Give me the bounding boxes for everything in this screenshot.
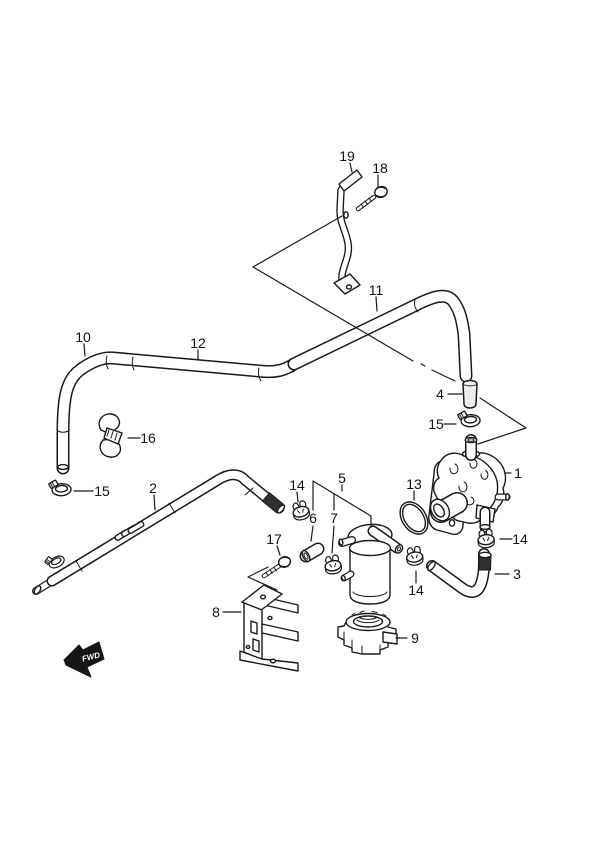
fuel-hose-11 xyxy=(294,296,466,376)
callout-17: 17 xyxy=(266,531,282,547)
fuel-hose-3 xyxy=(426,552,492,592)
callout-10: 10 xyxy=(75,329,91,345)
clamp-15-left xyxy=(47,478,73,498)
fuel-hose-2 xyxy=(33,475,286,596)
bolt-17 xyxy=(264,556,292,576)
callout-4: 4 xyxy=(436,386,444,402)
clamp-14-filter-inlet xyxy=(289,499,312,523)
fwd-badge: FWD xyxy=(63,641,105,678)
callout-15: 15 xyxy=(428,416,444,432)
filter-bracket-8 xyxy=(239,584,299,672)
callout-6: 6 xyxy=(309,510,317,526)
clamp-14-filter-outlet xyxy=(404,545,425,567)
fuel-hose-10-12 xyxy=(58,356,294,469)
clamp-7 xyxy=(322,553,344,576)
callout-18: 18 xyxy=(372,160,388,176)
callout-14: 14 xyxy=(408,582,424,598)
leader-lines xyxy=(73,162,527,639)
callout-14: 14 xyxy=(289,477,305,493)
fuel-pump-1 xyxy=(428,437,510,536)
callout-15: 15 xyxy=(94,483,110,499)
callout-12: 12 xyxy=(190,335,206,351)
o-ring-13 xyxy=(399,501,429,535)
callout-5: 5 xyxy=(338,470,346,486)
callout-3: 3 xyxy=(513,566,521,582)
bolt-18 xyxy=(358,185,388,209)
fwd-label: FWD xyxy=(81,650,101,663)
callout-11: 11 xyxy=(369,282,384,298)
spacer-6 xyxy=(301,549,318,563)
callout-1: 1 xyxy=(514,465,522,481)
fuel-pipe-4 xyxy=(462,379,478,409)
callout-19: 19 xyxy=(339,148,355,164)
callout-16: 16 xyxy=(140,430,156,446)
callout-14: 14 xyxy=(512,531,528,547)
callout-8: 8 xyxy=(212,604,220,620)
callout-7: 7 xyxy=(330,510,338,526)
clamp-15-upper xyxy=(456,409,482,429)
callout-9: 9 xyxy=(411,630,419,646)
callout-13: 13 xyxy=(406,476,422,492)
clamp-14-pump xyxy=(476,528,496,550)
filter-cup-ring-9 xyxy=(337,610,398,655)
fuel-filter-assembly-5 xyxy=(338,523,404,605)
hose-holder-16 xyxy=(98,413,123,458)
callout-2: 2 xyxy=(149,480,157,496)
stay-bracket-19 xyxy=(333,169,363,295)
